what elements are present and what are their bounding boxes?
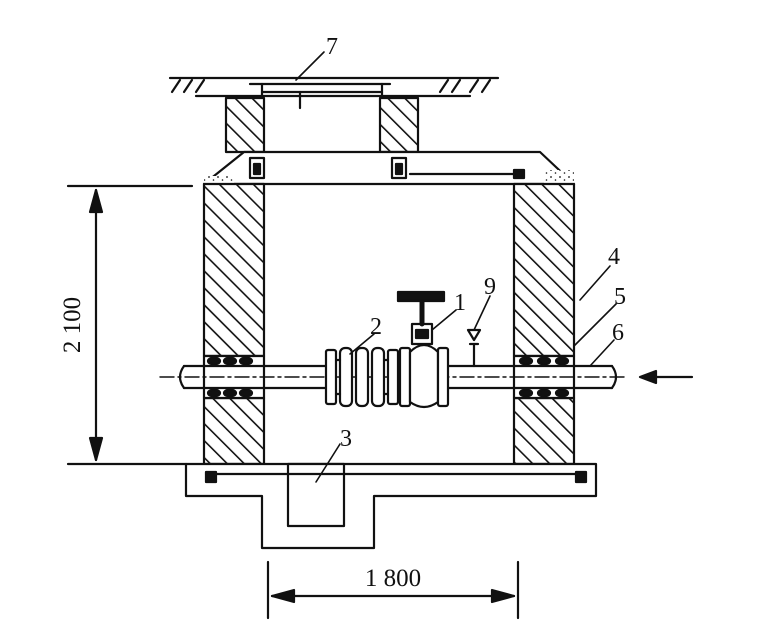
- expansion-joint: [324, 346, 400, 408]
- callout-2: 2: [370, 314, 382, 340]
- gate-valve: [396, 290, 450, 409]
- height-dimension-label: 2 100: [59, 297, 86, 353]
- roof-slab: [202, 150, 576, 186]
- height-dimension: [66, 184, 194, 466]
- flow-direction-arrow: [638, 369, 694, 385]
- callout-3: 7: [326, 34, 338, 60]
- callout-1: 1: [454, 290, 466, 316]
- callout-5: 5: [614, 284, 626, 310]
- callout-4: 4: [608, 244, 620, 270]
- chamber-wall-right: [512, 182, 576, 358]
- neck-wall-left: [224, 96, 266, 154]
- callout-6: 6: [612, 320, 624, 346]
- base-slab: [184, 462, 598, 550]
- chamber-wall-right-lower: [512, 396, 576, 466]
- width-dimension: [266, 560, 520, 620]
- air-valve: [466, 328, 482, 368]
- ground-surface: [168, 76, 500, 98]
- chamber-wall-left-lower: [202, 396, 266, 466]
- pipe: [159, 364, 627, 390]
- callout-leaders: [295, 51, 617, 483]
- chamber-wall-left: [202, 182, 266, 358]
- callout-7: 3: [340, 426, 352, 452]
- manhole-cover: [248, 82, 392, 110]
- neck-wall-right: [378, 96, 420, 154]
- width-dimension-label: 1 800: [365, 565, 421, 592]
- callout-9: 9: [484, 274, 496, 300]
